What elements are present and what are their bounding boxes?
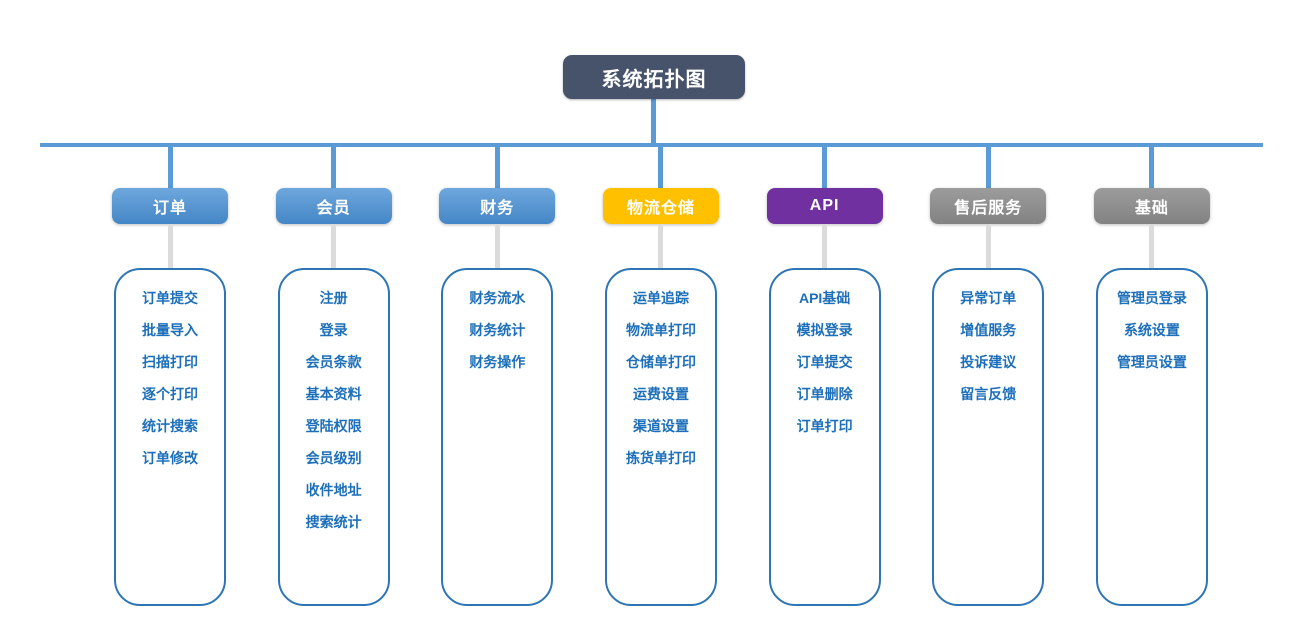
list-item: 增值服务 — [960, 322, 1017, 338]
branch-box-connector-line — [822, 224, 828, 268]
branch-connector-line — [822, 147, 828, 188]
branch-box-connector-line — [167, 224, 173, 268]
list-item: 投诉建议 — [960, 354, 1017, 370]
list-item: 订单修改 — [142, 450, 198, 466]
list-item: 异常订单 — [960, 290, 1017, 306]
branch-box-aftersale: 异常订单增值服务投诉建议留言反馈 — [932, 268, 1045, 606]
list-item: 模拟登录 — [796, 322, 853, 338]
list-item: 会员级别 — [305, 450, 362, 466]
branch-box-logistics: 运单追踪物流单打印仓储单打印运费设置渠道设置拣货单打印 — [604, 268, 717, 606]
branch-header-orders: 订单 — [112, 188, 228, 224]
branch-box-members: 注册登录会员条款基本资料登陆权限会员级别收件地址搜索统计 — [277, 268, 390, 606]
list-item: 订单提交 — [796, 354, 853, 370]
branch-connector-line — [494, 147, 500, 188]
list-item: API基础 — [798, 290, 851, 306]
list-item: 运费设置 — [632, 386, 689, 402]
list-item: 订单删除 — [796, 386, 853, 402]
list-item: 批量导入 — [142, 322, 198, 338]
branch-box-finance: 财务流水财务统计财务操作 — [441, 268, 554, 606]
list-item: 拣货单打印 — [625, 450, 696, 466]
branch-connector-line — [985, 147, 991, 188]
branch-aftersale: 售后服务 异常订单增值服务投诉建议留言反馈 — [926, 147, 1050, 606]
list-item: 财务流水 — [469, 290, 526, 306]
branch-connector-line — [331, 147, 337, 188]
branch-columns: 订单 订单提交批量导入扫描打印逐个打印统计搜索订单修改 会员 注册登录会员条款基… — [108, 147, 1214, 606]
branch-box-connector-line — [1149, 224, 1155, 268]
branch-connector-line — [167, 147, 173, 188]
list-item: 收件地址 — [305, 482, 362, 498]
horizontal-connector-line — [40, 143, 1263, 147]
branch-box-orders: 订单提交批量导入扫描打印逐个打印统计搜索订单修改 — [114, 268, 226, 606]
branch-box-connector-line — [658, 224, 664, 268]
branch-header-members: 会员 — [275, 188, 392, 224]
list-item: 财务操作 — [469, 354, 526, 370]
branch-box-basic: 管理员登录系统设置管理员设置 — [1095, 268, 1208, 606]
branch-header-finance: 财务 — [439, 188, 556, 224]
branch-box-connector-line — [985, 224, 991, 268]
list-item: 仓储单打印 — [625, 354, 696, 370]
branch-header-api: API — [766, 188, 883, 224]
list-item: 订单提交 — [142, 290, 198, 306]
list-item: 管理员登录 — [1116, 290, 1187, 306]
list-item: 财务统计 — [469, 322, 526, 338]
branch-finance: 财务 财务流水财务统计财务操作 — [435, 147, 559, 606]
list-item: 登陆权限 — [305, 418, 362, 434]
list-item: 注册 — [319, 290, 348, 306]
list-item: 系统设置 — [1123, 322, 1180, 338]
branch-header-logistics: 物流仓储 — [602, 188, 719, 224]
list-item: 运单追踪 — [632, 290, 689, 306]
list-item: 渠道设置 — [632, 418, 689, 434]
list-item: 基本资料 — [305, 386, 362, 402]
root-node: 系统拓扑图 — [563, 55, 745, 99]
list-item: 逐个打印 — [142, 386, 198, 402]
branch-orders: 订单 订单提交批量导入扫描打印逐个打印统计搜索订单修改 — [108, 147, 232, 606]
branch-box-api: API基础模拟登录订单提交订单删除订单打印 — [768, 268, 881, 606]
list-item: 订单打印 — [796, 418, 853, 434]
diagram-title: 系统拓扑图 — [601, 68, 707, 91]
branch-connector-line — [658, 147, 664, 188]
branch-header-basic: 基础 — [1093, 188, 1210, 224]
list-item: 登录 — [319, 322, 348, 338]
root-connector-line — [651, 99, 656, 145]
list-item: 扫描打印 — [142, 354, 198, 370]
branch-box-connector-line — [331, 224, 337, 268]
list-item: 物流单打印 — [625, 322, 696, 338]
list-item: 统计搜索 — [142, 418, 198, 434]
branch-connector-line — [1149, 147, 1155, 188]
list-item: 留言反馈 — [960, 386, 1017, 402]
branch-logistics: 物流仓储 运单追踪物流单打印仓储单打印运费设置渠道设置拣货单打印 — [599, 147, 723, 606]
branch-header-aftersale: 售后服务 — [930, 188, 1047, 224]
branch-box-connector-line — [494, 224, 500, 268]
branch-members: 会员 注册登录会员条款基本资料登陆权限会员级别收件地址搜索统计 — [272, 147, 396, 606]
branch-basic: 基础 管理员登录系统设置管理员设置 — [1090, 147, 1214, 606]
branch-api: API API基础模拟登录订单提交订单删除订单打印 — [763, 147, 887, 606]
list-item: 搜索统计 — [305, 514, 362, 530]
list-item: 会员条款 — [305, 354, 362, 370]
list-item: 管理员设置 — [1116, 354, 1187, 370]
